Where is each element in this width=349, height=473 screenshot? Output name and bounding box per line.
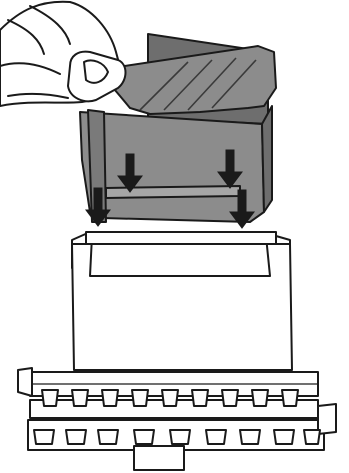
lower-clip-row bbox=[34, 430, 320, 444]
carriage-rail bbox=[18, 368, 336, 470]
slot-clip bbox=[282, 390, 298, 406]
slot-clip bbox=[240, 430, 260, 444]
hand bbox=[0, 2, 126, 106]
bottom-tab bbox=[134, 446, 184, 470]
slot-clip bbox=[34, 430, 54, 444]
slot-clip bbox=[206, 430, 226, 444]
printer-base bbox=[72, 232, 292, 370]
slot-clip bbox=[134, 430, 154, 444]
slot-clip bbox=[42, 390, 58, 406]
slot-clip bbox=[72, 390, 88, 406]
upper-clip-row bbox=[42, 390, 298, 406]
slot-clip bbox=[192, 390, 208, 406]
slot-clip bbox=[98, 430, 118, 444]
slot-clip bbox=[252, 390, 268, 406]
slot-clip bbox=[132, 390, 148, 406]
cradle-top-lip bbox=[86, 232, 276, 244]
slot-clip bbox=[274, 430, 294, 444]
cartridge-housing bbox=[80, 112, 264, 222]
slot-clip bbox=[102, 390, 118, 406]
slot-clip bbox=[222, 390, 238, 406]
cartridge-nozzle-strip bbox=[106, 186, 240, 198]
slot-clip bbox=[162, 390, 178, 406]
cartridge-side-panel bbox=[262, 106, 272, 212]
slot-clip bbox=[66, 430, 86, 444]
slot-clip bbox=[304, 430, 320, 444]
rail-left-end bbox=[18, 368, 32, 396]
slot-clip bbox=[170, 430, 190, 444]
